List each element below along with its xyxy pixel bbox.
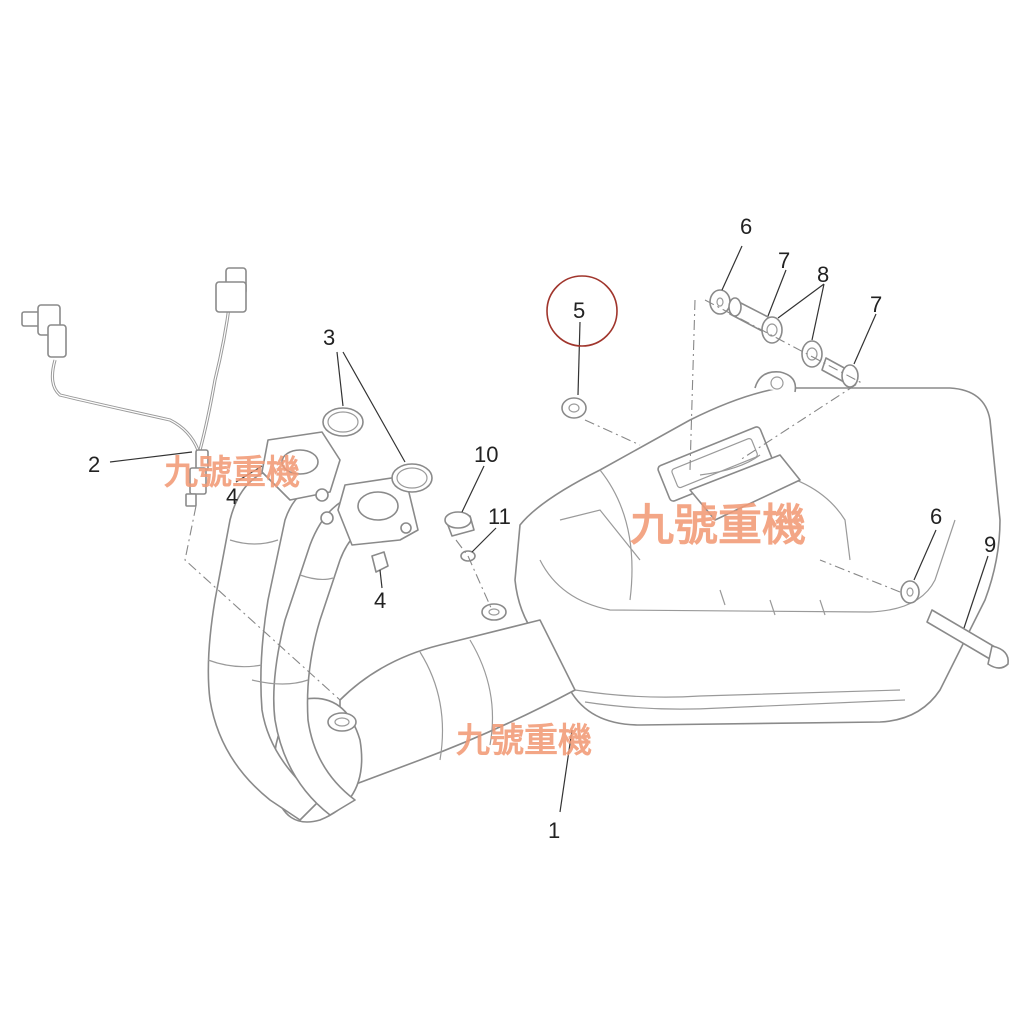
watermark-right: 九號重機 — [630, 500, 806, 551]
label-2: 2 — [88, 452, 100, 477]
header-pipes — [207, 431, 419, 821]
label-3: 3 — [323, 325, 335, 350]
label-11: 11 — [488, 504, 511, 529]
label-9: 9 — [984, 532, 996, 557]
gasket-rings — [322, 407, 433, 493]
callout-numbers: 2 3 4 4 5 6 7 8 7 6 9 10 11 1 — [88, 214, 996, 843]
lambda-sensor — [21, 267, 247, 507]
watermarks: 九號重機 九號重機 九號重機 — [164, 453, 806, 761]
nut-part-5 — [561, 397, 587, 419]
watermark-left: 九號重機 — [164, 453, 300, 493]
label-5: 5 — [573, 298, 585, 323]
label-4-upper: 4 — [226, 484, 238, 509]
label-4-lower: 4 — [374, 588, 386, 613]
label-7-lower: 7 — [870, 292, 882, 317]
highlight-circle — [546, 275, 618, 347]
watermark-bottom: 九號重機 — [456, 721, 592, 761]
label-1: 1 — [548, 818, 560, 843]
leader-lines — [109, 245, 989, 813]
label-8: 8 — [817, 262, 829, 287]
label-6-upper: 6 — [740, 214, 752, 239]
label-7-upper: 7 — [778, 248, 790, 273]
assembly-lines — [184, 299, 901, 701]
label-10: 10 — [474, 442, 498, 467]
muffler-body — [514, 371, 1001, 726]
label-6-lower: 6 — [930, 504, 942, 529]
